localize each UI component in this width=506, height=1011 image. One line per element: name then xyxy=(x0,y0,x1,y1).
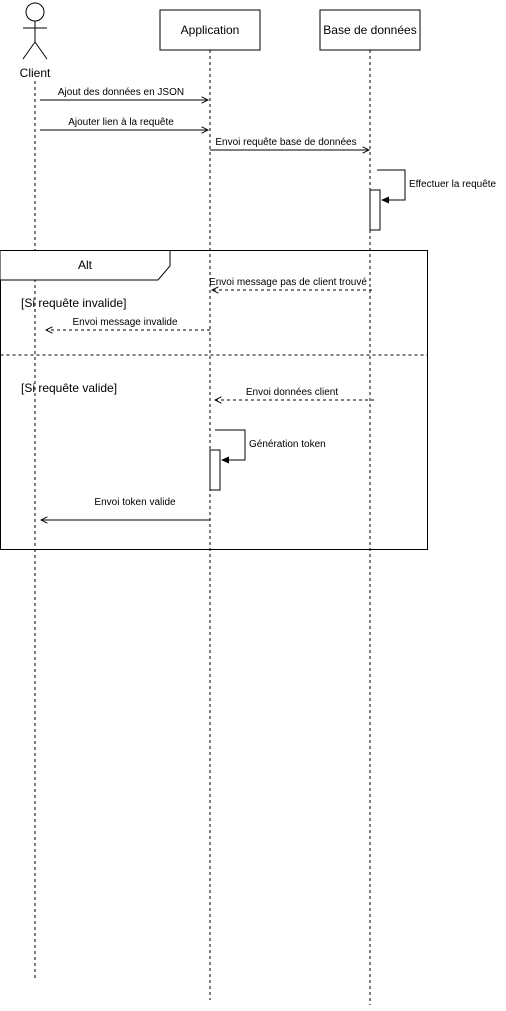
message-label-1: Ajout des données en JSON xyxy=(58,87,184,98)
message-label-4: Effectuer la requête xyxy=(409,179,497,190)
database-activation-bar xyxy=(369,189,381,231)
message-label-2: Ajouter lien à la requête xyxy=(68,117,174,128)
client-actor: Client xyxy=(20,2,51,80)
application-activation-bar xyxy=(209,449,221,491)
guard-valid-label: [Si requête valide] xyxy=(21,381,117,395)
client-label: Client xyxy=(20,66,51,80)
self-message-arrow-database xyxy=(377,169,406,200)
actor-leg-left xyxy=(22,41,36,60)
message-label-9: Envoi token valide xyxy=(94,497,176,508)
message-label-6: Envoi message invalide xyxy=(72,317,177,328)
message-label-7: Envoi données client xyxy=(246,387,339,398)
alt-operator-label: Alt xyxy=(78,258,93,272)
database-participant-box xyxy=(319,9,421,51)
guard-invalid-label: [Si requête invalide] xyxy=(21,296,126,310)
application-label: Application xyxy=(181,23,240,37)
message-label-3: Envoi requête base de données xyxy=(215,137,356,148)
application-participant-box xyxy=(159,9,261,51)
self-message-arrow-application xyxy=(215,429,246,460)
actor-leg-right xyxy=(34,41,48,60)
message-label-5: Envoi message pas de client trouvé xyxy=(209,277,367,288)
alt-fragment-tab xyxy=(0,250,171,281)
database-label: Base de données xyxy=(323,23,416,37)
actor-head xyxy=(25,2,45,22)
alt-fragment xyxy=(0,250,428,550)
message-label-8: Génération token xyxy=(249,439,326,450)
